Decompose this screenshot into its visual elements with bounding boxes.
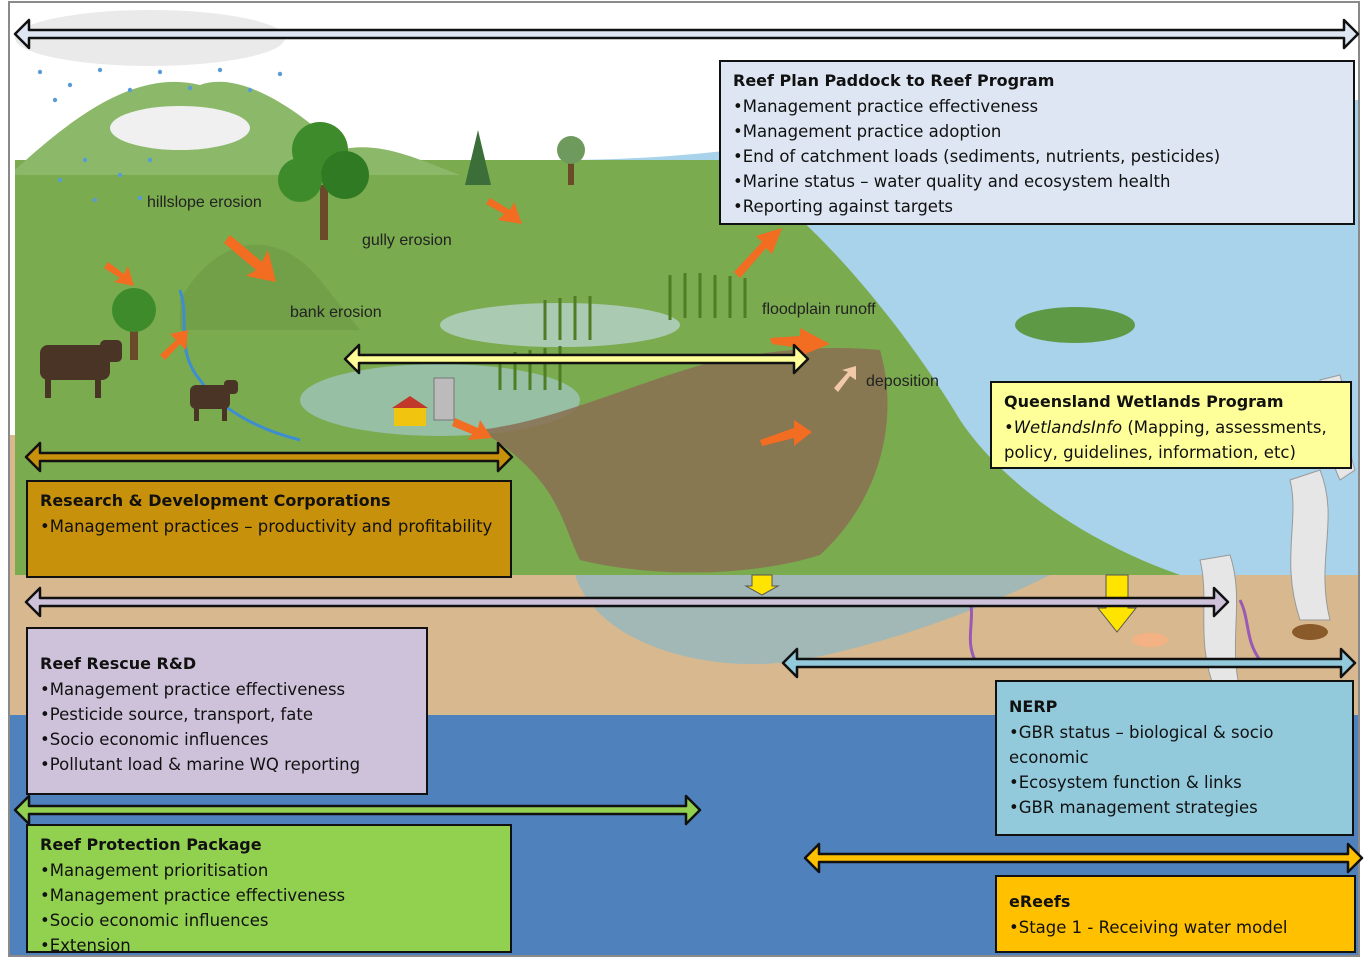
wetlandsinfo-description: (Mapping, assessments, policy, guideline…: [1004, 418, 1327, 462]
scope-arrow-protection: [13, 794, 702, 826]
scope-arrow-nerp: [781, 647, 1357, 679]
deposition-label: deposition: [866, 373, 939, 390]
ereefs-title: eReefs: [1009, 892, 1071, 911]
scope-arrow-paddock-to-reef: [13, 18, 1360, 50]
island: [1015, 307, 1135, 343]
rain: [37, 67, 283, 203]
rdc-title: Research & Development Corporations: [40, 491, 391, 510]
ereefs-box: eReefs Stage 1 - Receiving water model: [995, 875, 1356, 953]
list-item: Pollutant load & marine WQ reporting: [40, 752, 412, 777]
list-item: Management practices – productivity and …: [40, 514, 496, 539]
scope-arrow-reef-rescue: [24, 586, 1230, 618]
list-item: Management practice effectiveness: [733, 94, 1339, 119]
paddock-to-reef-list: Management practice effectiveness Manage…: [733, 94, 1339, 219]
scope-arrow-rdc: [24, 441, 514, 473]
scope-arrow-wetlands: [343, 343, 810, 375]
trees: [112, 122, 585, 360]
wetlands-program-title: Queensland Wetlands Program: [1004, 392, 1284, 411]
list-item: Management prioritisation: [40, 858, 496, 883]
ereefs-list: Stage 1 - Receiving water model: [1009, 915, 1340, 940]
list-item: Marine status – water quality and ecosys…: [733, 169, 1339, 194]
list-item: GBR status – biological & socio economic: [1009, 720, 1338, 770]
wetlandsinfo-name: WetlandsInfo: [1013, 418, 1123, 437]
list-item: Reporting against targets: [733, 194, 1339, 219]
farmhouse: [392, 377, 455, 426]
nerp-title: NERP: [1009, 697, 1058, 716]
figure-frame: [8, 1, 1360, 957]
list-item: Pesticide source, transport, fate: [40, 702, 412, 727]
list-item: Extension: [40, 933, 496, 958]
list-item: GBR management strategies: [1009, 795, 1338, 820]
list-item: Socio economic influences: [40, 908, 496, 933]
cattle: [40, 340, 238, 421]
gully-erosion-label: gully erosion: [362, 232, 452, 249]
paddock-to-reef-title: Reef Plan Paddock to Reef Program: [733, 71, 1055, 90]
bank-erosion-label: bank erosion: [290, 304, 382, 321]
sediment-plume: [480, 348, 888, 573]
reef-rescue-box: Reef Rescue R&D Management practice effe…: [26, 627, 428, 795]
nerp-box: NERP GBR status – biological & socio eco…: [995, 680, 1354, 836]
erosion-arrows: [104, 198, 856, 446]
rdc-box: Research & Development Corporations Mana…: [26, 480, 512, 578]
list-item: Management practice adoption: [733, 119, 1339, 144]
reef-rescue-title: Reef Rescue R&D: [40, 654, 197, 673]
nerp-list: GBR status – biological & socio economic…: [1009, 720, 1338, 820]
rdc-list: Management practices – productivity and …: [40, 514, 496, 539]
reef-protection-title: Reef Protection Package: [40, 835, 262, 854]
reef-protection-list: Management prioritisation Management pra…: [40, 858, 496, 958]
reef-protection-box: Reef Protection Package Management prior…: [26, 824, 512, 955]
scope-arrows: [13, 18, 1364, 874]
list-item: Stage 1 - Receiving water model: [1009, 915, 1340, 940]
deposition-marker: [744, 574, 780, 596]
wetlands-program-list: WetlandsInfo (Mapping, assessments, poli…: [1004, 415, 1336, 465]
scope-arrow-ereefs: [803, 842, 1364, 874]
list-item: Ecosystem function & links: [1009, 770, 1338, 795]
land: [15, 160, 1180, 575]
list-item: Socio economic influences: [40, 727, 412, 752]
hillslope-erosion-label: hillslope erosion: [147, 194, 262, 211]
list-item: Management practice effectiveness: [40, 677, 412, 702]
list-item: Management practice effectiveness: [40, 883, 496, 908]
floodplain-runoff-label: floodplain runoff: [762, 301, 876, 318]
paddock-to-reef-box: Reef Plan Paddock to Reef Program Manage…: [719, 60, 1355, 225]
list-item: End of catchment loads (sediments, nutri…: [733, 144, 1339, 169]
list-item: WetlandsInfo (Mapping, assessments, poli…: [1004, 415, 1336, 465]
reef-rescue-list: Management practice effectiveness Pestic…: [40, 677, 412, 777]
wetlands-program-box: Queensland Wetlands Program WetlandsInfo…: [990, 381, 1352, 469]
